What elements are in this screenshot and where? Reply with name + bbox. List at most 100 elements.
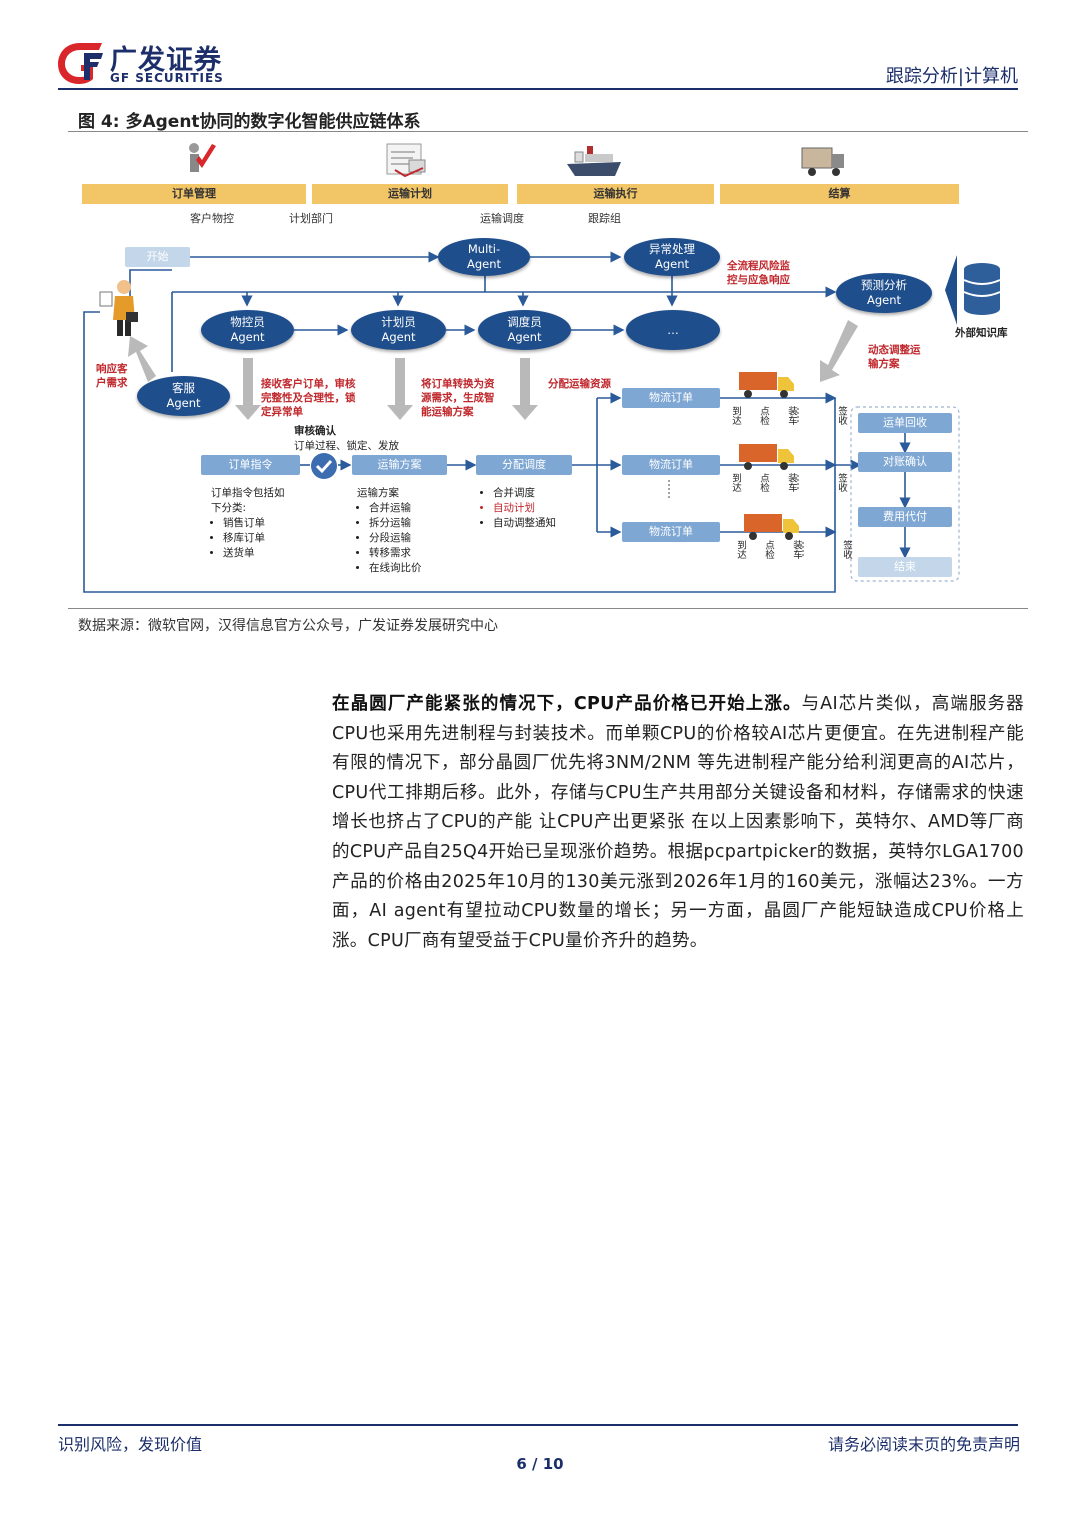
band-transport-execution: 运输执行 [517,184,714,204]
material-agent-line1: 物控员 [230,315,265,329]
exception-agent-node: 异常处理 Agent [624,238,720,276]
truck-icon [800,142,848,184]
convert-note-line3: 能运输方案 [421,406,474,418]
fee-payment-box: 费用代付 [858,507,952,527]
convert-note: 将订单转换为资 源需求，生成智 能运输方案 [421,377,495,419]
respond-note-line2: 户需求 [96,377,128,389]
customer-agent-line2: Agent [166,396,201,410]
truck-step: 装车 [786,473,797,492]
transport-plan-item: 拆分运输 [369,516,422,531]
transport-plan-item: 分段运输 [369,531,422,546]
audit-note: 审核确认 订单过程、锁定、发放 [294,424,399,454]
truck-step: 签收 [836,473,847,492]
role-dispatch: 运输调度 [480,212,524,225]
planner-agent-line2: Agent [381,330,416,344]
receive-note-line1: 接收客户订单，审核 [261,378,356,390]
exception-agent-line2: Agent [654,257,690,271]
check-circle-icon [310,452,338,484]
truck-steps-row: 到达 点检 装车 签收 [728,473,847,492]
reconciliation-box: 对账确认 [858,452,952,472]
logo-subtext: GF SECURITIES [110,71,224,85]
customer-agent-node: 客服 Agent [137,376,230,416]
body-paragraph: 在晶圆厂产能紧张的情况下，CPU产品价格已开始上涨。与AI芯片类似，高端服务器C… [332,690,1024,956]
receive-note: 接收客户订单，审核 完整性及合理性，锁 定异常单 [261,377,356,419]
order-types-intro-2: 下分类: [211,502,247,514]
planner-agent-line1: 计划员 [381,315,416,329]
receive-note-line3: 定异常单 [261,406,303,418]
transport-plan-intro: 运输方案 [357,487,399,499]
allocate-note: 分配运输资源 [548,378,611,390]
dispatch-item: 合并调度 [493,486,556,501]
dispatcher-agent-line2: Agent [507,330,542,344]
header-divider [58,88,1018,90]
transport-plan-box: 运输方案 [352,455,447,475]
allocation-dispatch-box: 分配调度 [476,455,572,475]
planner-agent-node: 计划员 Agent [351,310,446,350]
audit-title: 审核确认 [294,425,336,437]
page-number: 6 / 10 [516,1455,564,1473]
transport-plan-item: 在线询比价 [369,561,422,576]
logistics-order-box: 物流订单 [622,388,720,408]
customer-agent-line1: 客服 [172,381,195,395]
paragraph-text: 与AI芯片类似，高端服务器CPU也采用先进制程与封装技术。而单颗CPU的价格较A… [332,694,1024,951]
multi-agent-line1: Multi- [467,242,501,256]
order-check-icon [182,140,218,184]
delivery-truck-icon [738,441,796,475]
respond-note: 响应客 户需求 [96,362,128,390]
footer-divider [58,1424,1018,1426]
audit-desc: 订单过程、锁定、发放 [294,440,399,452]
truck-step: 装车 [791,540,802,559]
footer-disclaimer: 请务必阅读末页的免责声明 [827,1435,1020,1454]
risk-note-line1: 全流程风险监 [727,260,790,272]
band-order-management: 订单管理 [82,184,306,204]
dispatcher-agent-line1: 调度员 [507,315,542,329]
logistics-order-box: 物流订单 [622,522,720,542]
truck-step: 点检 [763,540,774,559]
footer-slogan: 识别风险，发现价值 [58,1435,203,1454]
figure-divider-top [68,131,1028,132]
transport-plan-item: 合并运输 [369,501,422,516]
ellipsis-agent-node: … [626,310,720,350]
ellipsis-agent-label: … [667,322,679,337]
multi-agent-node: Multi- Agent [438,238,530,276]
dynamic-note-line2: 输方案 [868,358,900,370]
end-box: 结束 [858,557,952,577]
waybill-recovery-box: 运单回收 [858,413,952,433]
truck-step: 到达 [730,406,741,425]
convert-note-line2: 源需求，生成智 [421,392,495,404]
band-transport-plan: 运输计划 [312,184,508,204]
order-type-item: 销售订单 [223,516,285,531]
dispatch-item: 自动调整通知 [493,516,556,531]
material-agent-line2: Agent [230,330,265,344]
paragraph-lead: 在晶圆厂产能紧张的情况下，CPU产品价格已开始上涨。 [332,694,802,714]
figure-title: 图 4: 多Agent协同的数字化智能供应链体系 [78,112,421,132]
role-planning-dept: 计划部门 [289,212,333,225]
forecast-agent-node: 预测分析 Agent [836,273,932,313]
order-type-item: 移库订单 [223,531,285,546]
material-agent-node: 物控员 Agent [201,310,294,350]
risk-note: 全流程风险监 控与应急响应 [727,259,790,287]
diagram-connectors [83,251,960,593]
logo-text: 广发证券 [110,45,222,76]
businessman-icon [98,278,142,342]
dispatch-list: 合并调度 自动计划 自动调整通知 [481,486,556,531]
delivery-truck-icon [743,511,801,545]
band-settlement: 结算 [720,184,959,204]
gf-logo-icon [55,40,105,86]
dynamic-note: 动态调整运 输方案 [868,343,921,371]
convert-note-line1: 将订单转换为资 [421,378,495,390]
truck-step: 装车 [786,406,797,425]
transport-plan-list: 运输方案 合并运输 拆分运输 分段运输 转移需求 在线询比价 [357,486,422,576]
role-customer-material: 客户物控 [190,212,234,225]
database-icon [962,262,1002,320]
dynamic-note-line1: 动态调整运 [868,344,921,356]
receive-note-line2: 完整性及合理性，锁 [261,392,356,404]
start-box: 开始 [125,247,190,267]
truck-step: 点检 [758,406,769,425]
figure-divider-bottom [68,608,1028,609]
dispatch-item: 自动计划 [493,501,556,516]
cargo-ship-icon [565,140,625,184]
forecast-agent-line1: 预测分析 [861,278,907,292]
section-label: 跟踪分析|计算机 [885,66,1018,87]
truck-step: 到达 [735,540,746,559]
